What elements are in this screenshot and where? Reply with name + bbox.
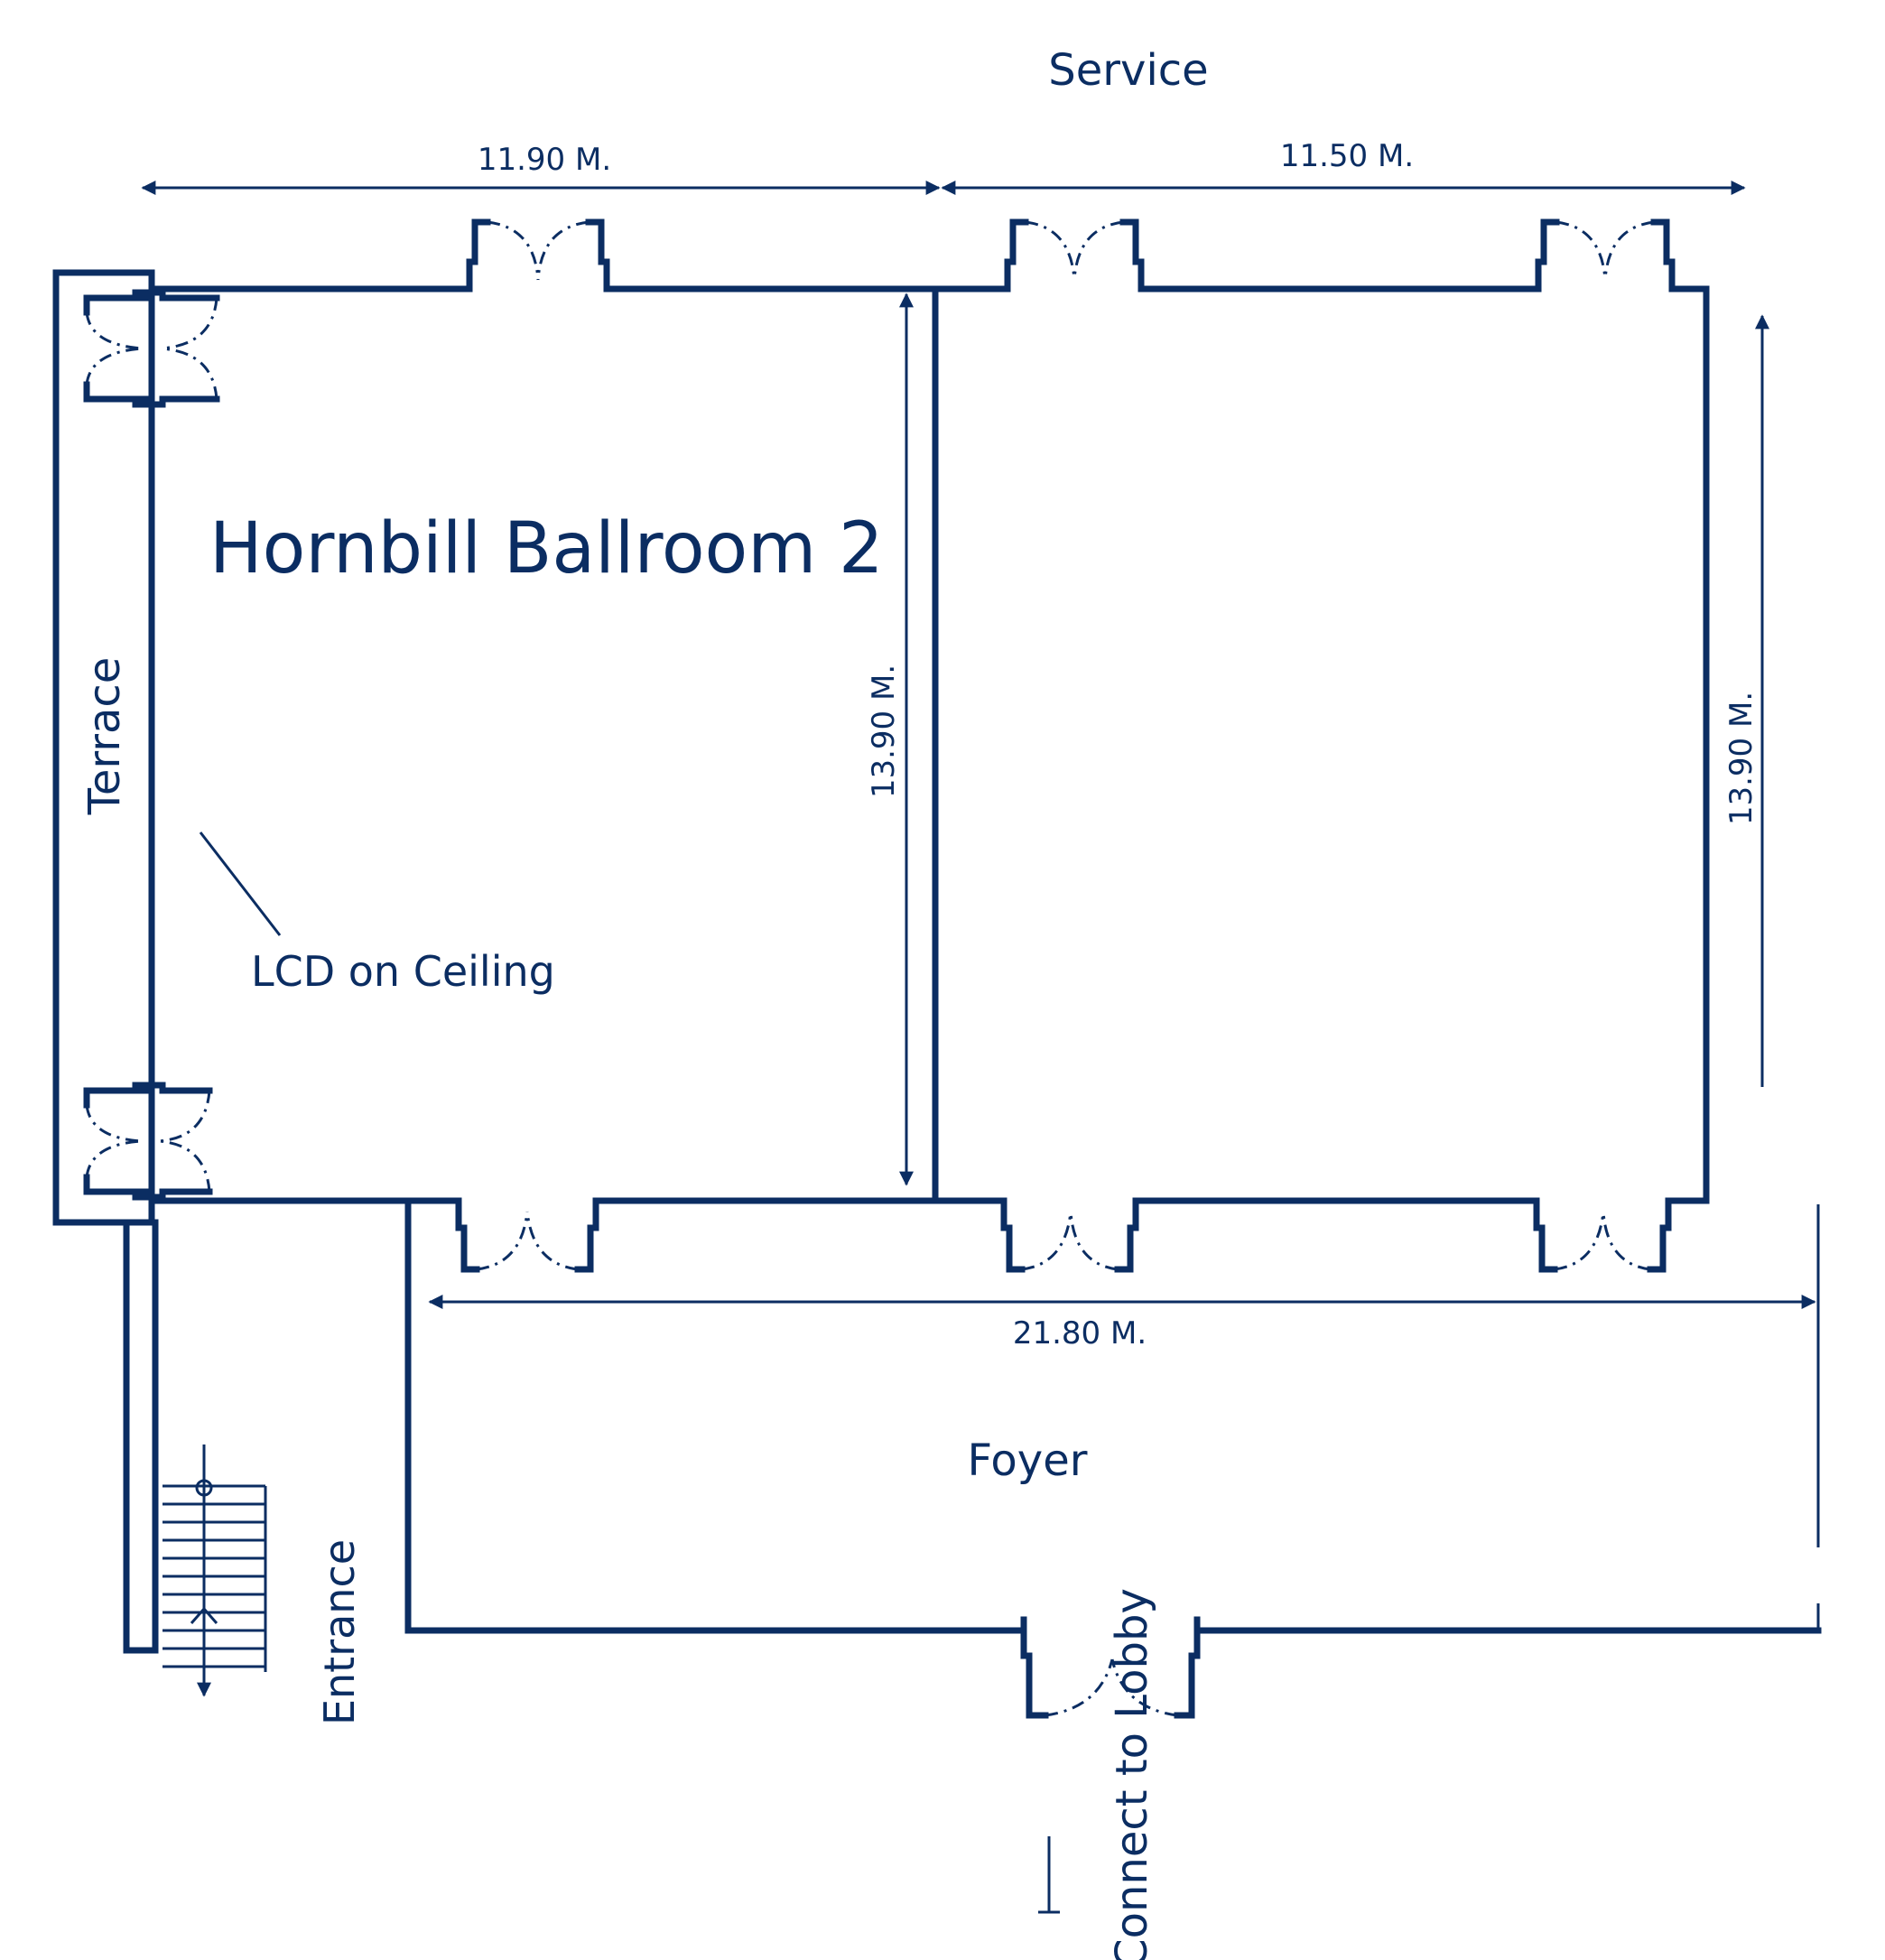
door-top-3 bbox=[1535, 218, 1676, 293]
door-top-1 bbox=[466, 218, 610, 293]
service-label: Service bbox=[1048, 45, 1208, 96]
dimension-total-width-label: 21.80 M. bbox=[1013, 1315, 1147, 1352]
lobby-label: Connect to Lobby bbox=[1107, 1588, 1157, 1960]
door-bottom-2 bbox=[1000, 1197, 1139, 1273]
dimension-top-left: 11.90 M. bbox=[141, 142, 941, 195]
lcd-pointer-line bbox=[199, 831, 282, 936]
foyer-label: Foyer bbox=[968, 1435, 1088, 1486]
lcd-label: LCD on Ceiling bbox=[251, 947, 555, 996]
dimension-right-depth-label: 13.90 M. bbox=[1723, 692, 1760, 825]
door-bottom-1 bbox=[455, 1197, 599, 1273]
door-top-2 bbox=[1004, 218, 1145, 293]
dimension-left-depth-label: 13.90 M. bbox=[866, 664, 902, 798]
entrance-label: Entrance bbox=[315, 1539, 364, 1725]
door-terrace-upper bbox=[83, 289, 220, 408]
dimension-left-depth: 13.90 M. bbox=[866, 293, 914, 1186]
dimension-top-right-label: 11.50 M. bbox=[1280, 138, 1414, 174]
ballroom-walls bbox=[148, 285, 1710, 1204]
door-bottom-3 bbox=[1533, 1197, 1672, 1273]
dimension-right-depth: 13.90 M. bbox=[1723, 314, 1769, 1087]
foyer-walls bbox=[404, 1197, 1822, 1634]
staircase bbox=[162, 1444, 267, 1697]
terrace-label: Terrace bbox=[79, 657, 130, 816]
door-terrace-lower bbox=[83, 1082, 213, 1201]
room-title: Hornbill Ballroom 2 bbox=[209, 508, 884, 590]
dimension-total-width: 21.80 M. bbox=[428, 1295, 1816, 1352]
dimension-top-left-label: 11.90 M. bbox=[478, 142, 611, 178]
dimension-top-right: 11.50 M. bbox=[941, 138, 1746, 195]
entrance-corridor bbox=[123, 1219, 159, 1654]
door-lobby bbox=[1020, 1616, 1201, 1719]
stairs-start-marker bbox=[195, 1479, 213, 1497]
